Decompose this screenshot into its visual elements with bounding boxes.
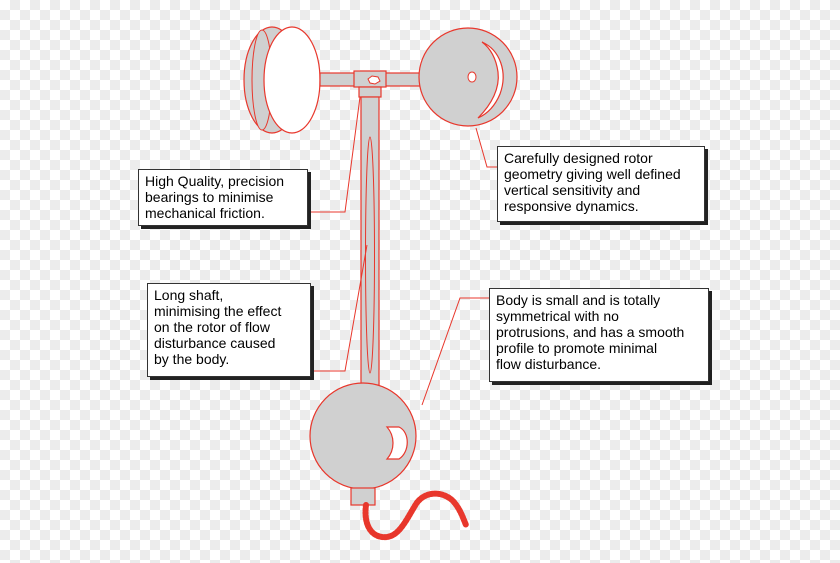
- callout-line: profile to promote minimal: [496, 340, 658, 356]
- callout-line: vertical sensitivity and: [504, 182, 641, 198]
- shaft-leader: [311, 244, 368, 372]
- callout-line: protrusions, and has a smooth: [496, 324, 685, 340]
- callout-line: Carefully designed rotor: [504, 150, 653, 166]
- rotor-leader: [475, 127, 497, 168]
- callout-line: Long shaft,: [154, 287, 224, 303]
- callout-line: minimising the effect: [154, 303, 282, 319]
- callout-line: on the rotor of flow: [154, 319, 270, 335]
- callout-line: bearings to minimise: [145, 189, 274, 205]
- bearings-leader: [308, 96, 361, 213]
- callout-line: symmetrical with no: [496, 308, 619, 324]
- callout-line: by the body.: [154, 351, 230, 367]
- callout-body: Body is small and is totally symmetrical…: [489, 288, 709, 382]
- leader-lines: [308, 96, 497, 406]
- long-shaft: [360, 96, 380, 388]
- cable: [362, 490, 469, 541]
- callout-line: Body is small and is totally: [496, 292, 661, 308]
- sensor-body: [309, 382, 417, 506]
- callout-bearings: High Quality, precision bearings to mini…: [138, 169, 308, 226]
- callout-line: High Quality, precision: [145, 173, 285, 189]
- callout-line: responsive dynamics.: [504, 198, 639, 214]
- callout-shaft: Long shaft, minimising the effect on the…: [147, 283, 311, 377]
- right-rotor-cup: [418, 27, 518, 127]
- callout-line: geometry giving well defined: [504, 166, 681, 182]
- rotor-arm: [319, 70, 431, 98]
- body-leader: [421, 297, 489, 406]
- left-rotor-cup: [243, 26, 321, 134]
- callout-line: flow disturbance.: [496, 356, 602, 372]
- callout-line: disturbance caused: [154, 335, 276, 351]
- callout-rotor: Carefully designed rotor geometry giving…: [497, 146, 705, 222]
- callout-line: mechanical friction.: [145, 205, 265, 221]
